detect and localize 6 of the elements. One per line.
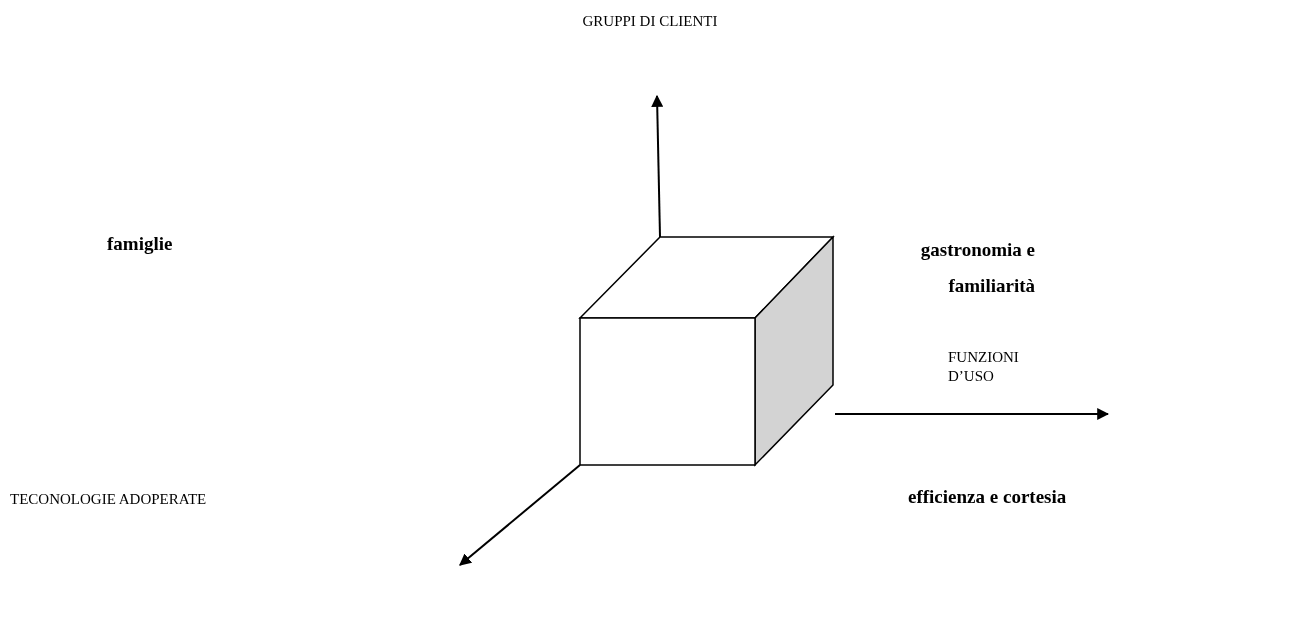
axis-label: TECONOLOGIE ADOPERATE [10, 490, 208, 509]
axis-label: FUNZIONI D’USO [948, 348, 1020, 386]
axis-label: GRUPPI DI CLIENTI [581, 12, 719, 31]
segment-label: efficienza e cortesia [908, 485, 1068, 509]
segment-label: famiglie [107, 232, 174, 256]
segment-label: gastronomia e familiarità [919, 238, 1035, 299]
